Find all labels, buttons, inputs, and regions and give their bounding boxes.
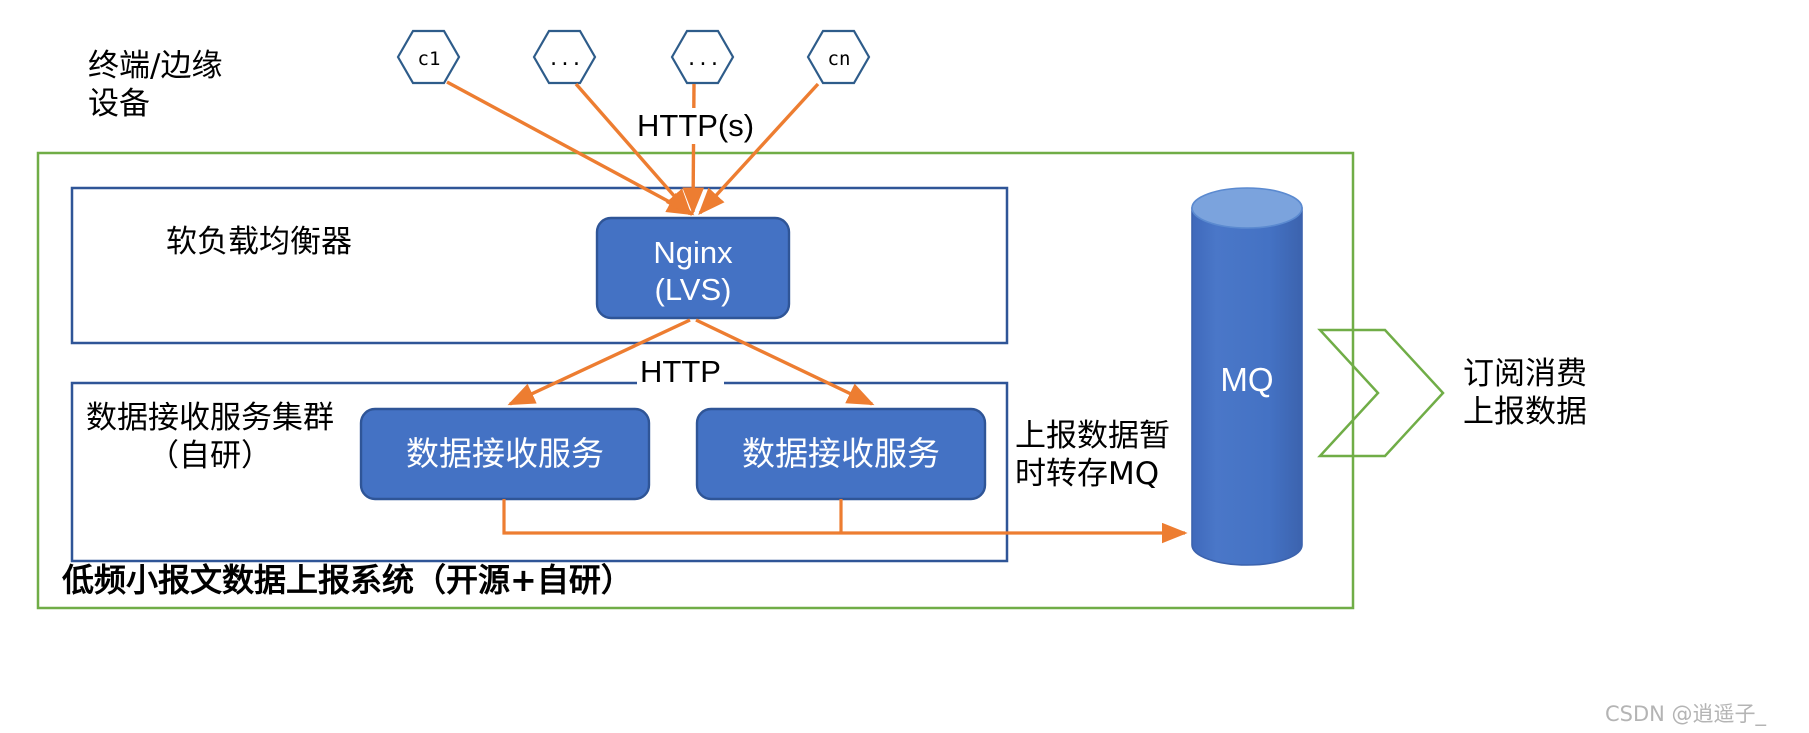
system-title: 低频小报文数据上报系统（开源+自研）	[62, 561, 633, 599]
client-group-label-line1: 终端/边缘	[88, 48, 223, 84]
connector-service1-to-mq	[502, 499, 1188, 544]
connector-dots2-to-nginx	[682, 83, 705, 215]
load-balancer-tier-box	[70, 186, 1009, 345]
mq-cylinder-body[interactable]	[1191, 207, 1303, 566]
consume-chevron-arrow	[1317, 328, 1445, 458]
edge-label-https: HTTP(s)	[634, 108, 758, 144]
load-balancer-section-label: 软负载均衡器	[166, 224, 352, 260]
connector-c1-to-nginx	[446, 80, 695, 216]
client-group-label-line2: 设备	[88, 86, 150, 122]
connector-cn-to-nginx	[698, 82, 820, 216]
client-hexagon-dots-2[interactable]	[670, 29, 735, 85]
consumer-label-line1: 订阅消费	[1463, 356, 1587, 392]
consumer-label-line2: 上报数据	[1463, 394, 1587, 430]
client-hexagon-dots-1[interactable]	[532, 29, 597, 85]
client-hexagon-dots-2-label: ...	[685, 48, 721, 70]
data-receive-service-node-2[interactable]	[695, 407, 987, 501]
client-hexagon-c1[interactable]	[396, 29, 461, 85]
system-boundary-outer	[36, 151, 1355, 610]
edge-label-to-mq-line1: 上报数据暂	[1015, 418, 1170, 454]
edge-label-http: HTTP	[637, 354, 724, 390]
client-hexagon-cn-label: cn	[827, 48, 851, 70]
client-hexagon-c1-label: c1	[417, 48, 441, 70]
client-hexagon-cn[interactable]	[806, 29, 871, 85]
connector-dots1-to-nginx	[574, 82, 692, 217]
csdn-watermark: CSDN @逍遥子_	[1605, 702, 1767, 726]
service-tier-box	[70, 381, 1009, 563]
edge-label-to-mq-line2: 时转存MQ	[1015, 456, 1160, 492]
connector-nginx-to-service-1	[507, 318, 691, 406]
mq-cylinder-top	[1191, 187, 1303, 229]
client-hexagon-dots-1-label: ...	[547, 48, 583, 70]
data-receive-service-node-1[interactable]	[359, 407, 651, 501]
nginx-node[interactable]	[595, 216, 791, 320]
service-section-label-line2: （自研）	[148, 438, 272, 474]
service-section-label-line1: 数据接收服务集群	[86, 400, 334, 436]
connector-nginx-to-service-2	[695, 318, 875, 406]
